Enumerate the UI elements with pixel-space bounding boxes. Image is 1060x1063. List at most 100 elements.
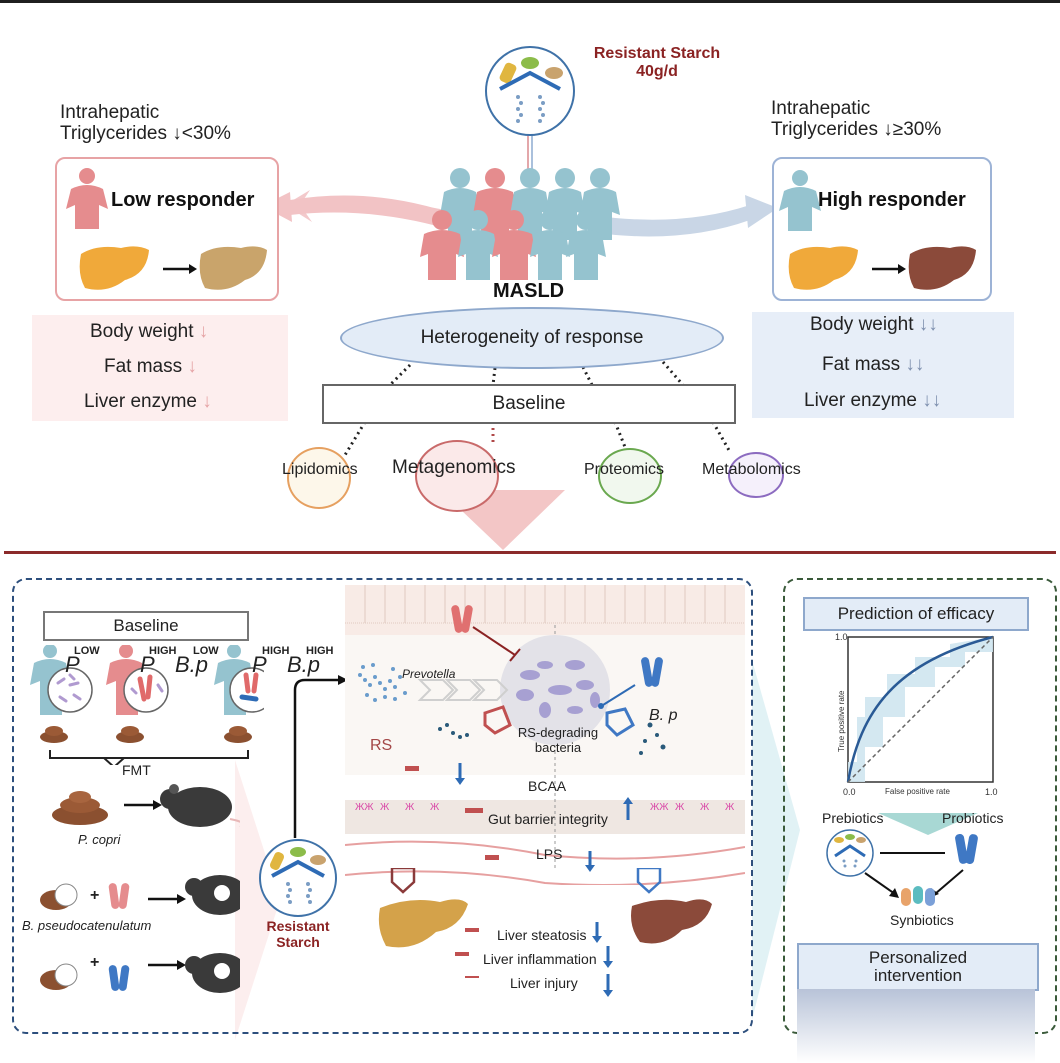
high-threshold-line2: Triglycerides: [771, 119, 878, 140]
roc-xtick-0: 0.0: [843, 787, 856, 797]
fmt-label: FMT: [122, 762, 151, 778]
low-responder-title: Low responder: [111, 189, 255, 211]
omic-proteomics: Proteomics: [584, 461, 665, 478]
low-threshold-label: Intrahepatic Triglycerides ↓<30%: [60, 102, 231, 144]
person-icon: [420, 210, 464, 280]
high-liver-change: [788, 246, 976, 290]
bifidobacterium-icon: [108, 965, 130, 991]
low-liver-change: [79, 246, 267, 290]
roc-curve-line: [846, 635, 994, 783]
metabolomics-circle: [728, 452, 784, 498]
svg-text:Ж: Ж: [430, 802, 440, 813]
low-effects-box: Body weight ↓ Fat mass ↓ Liver enzyme ↓: [32, 315, 288, 421]
mouse-icon: [185, 875, 240, 915]
person-icon: [566, 210, 606, 280]
teal-down-arrow: [878, 813, 978, 835]
person-icon: [492, 210, 536, 280]
high-effects-box: Body weight ↓↓ Fat mass ↓↓ Liver enzyme …: [752, 312, 1014, 418]
left-baseline-label: Baseline: [113, 616, 179, 635]
svg-text:Ж: Ж: [405, 802, 415, 813]
svg-text:+: +: [90, 954, 99, 971]
prediction-title-box: Prediction of efficacy: [803, 597, 1029, 631]
stool-sample-icon: [40, 883, 78, 910]
personalized-label-2: intervention: [874, 966, 962, 985]
fatty-liver-icon: [788, 246, 858, 290]
roc-xlabel: False positive rate: [885, 787, 950, 796]
rs-polymer-icon: [358, 663, 407, 702]
group2-bp: B.p: [175, 652, 209, 677]
roc-ytick-1: 1.0: [835, 632, 848, 642]
svg-text:Ж: Ж: [700, 802, 710, 813]
steatotic-liver-icon: [378, 899, 468, 948]
outcome-bcaa: BCAA: [528, 778, 567, 794]
small-starch-label-2: Starch: [276, 934, 320, 950]
outcome-lps: LPS: [536, 846, 563, 862]
chevron-arrows: [417, 679, 509, 701]
person-icon: [530, 210, 570, 280]
rs-degrading-label-2: bacteria: [534, 740, 582, 755]
dotted-connectors: [343, 361, 732, 456]
pcopri-label: P. copri: [78, 832, 121, 847]
svg-text:ЖЖ: ЖЖ: [650, 802, 669, 813]
intervention-name: Resistant Starch: [593, 45, 721, 62]
liver-injury-down-arrow-icon: [603, 974, 613, 997]
rs-degrading-label-1: RS-degrading: [517, 725, 599, 740]
group3-p-level: HIGH: [262, 645, 290, 657]
svg-text:Ж: Ж: [675, 802, 685, 813]
fatty-liver-icon: [79, 246, 149, 290]
rs-label: RS: [370, 737, 393, 754]
prebiotic-icon: [826, 829, 874, 877]
small-starch-label: Resistant Starch: [248, 918, 348, 950]
stool-sample-icon: [40, 963, 78, 990]
svg-text:Ж: Ж: [725, 802, 735, 813]
capsules-icon: [901, 886, 935, 906]
population-label: MASLD: [493, 280, 565, 302]
small-down-arrow-icon: ↓: [202, 391, 212, 412]
person-high-p-high-bp-icon: [214, 645, 264, 743]
svg-text:ЖЖ: ЖЖ: [355, 802, 374, 813]
heterogeneity-ellipse: Heterogeneity of response: [340, 307, 724, 369]
mechanism-panel: [12, 578, 753, 1034]
person-high-p-icon: [106, 645, 169, 743]
bp-label: B. p: [649, 707, 678, 724]
baseline-groups-illustration: [30, 645, 264, 765]
group3-bp: B.p: [287, 652, 321, 677]
arrow-to-high-responder: [590, 205, 750, 237]
personalized-intervention-box: Personalized intervention: [797, 943, 1039, 991]
stool-icon: [52, 791, 108, 825]
small-down-arrow-icon: ↓: [187, 356, 197, 377]
group1-p: P: [65, 652, 80, 677]
healthy-liver-icon: [908, 246, 976, 290]
red-enzyme-icon: [483, 705, 512, 735]
prevotella-icon: [108, 883, 130, 909]
healthy-liver-icon: [631, 899, 712, 944]
group3-p: P: [252, 652, 267, 677]
probiotic-icon: [955, 833, 978, 865]
low-responder-person-icon: [66, 168, 108, 229]
outcome-liver-steatosis: Liver steatosis: [497, 927, 587, 943]
synbiotics-diagram: [826, 829, 978, 906]
group2-bp-level: LOW: [193, 645, 219, 657]
omic-metagenomics: Metagenomics: [392, 457, 516, 478]
improved-liver-icon: [199, 246, 267, 290]
metagenomics-circle: [415, 440, 499, 512]
svg-text:Ж: Ж: [380, 802, 390, 813]
probiotics-label: Probiotics: [942, 810, 1004, 826]
prediction-title: Prediction of efficacy: [837, 604, 995, 623]
high-threshold-label: Intrahepatic Triglycerides ↓≥30%: [771, 98, 941, 140]
high-threshold-line1: Intrahepatic: [771, 98, 871, 119]
high-responder-box: High responder: [772, 157, 992, 301]
outcome-liver-injury: Liver injury: [510, 975, 578, 991]
resistant-starch-icon: [485, 46, 575, 136]
group2-p-level: HIGH: [149, 645, 177, 657]
low-threshold-value: ↓<30%: [172, 123, 231, 144]
resistant-starch-small-icon: [259, 839, 337, 917]
small-down-arrow-icon: ↓: [198, 321, 209, 342]
low-effect-fat-mass: Fat mass ↓: [104, 356, 197, 377]
person-low-p-icon: [30, 645, 93, 743]
small-starch-label-1: Resistant: [266, 918, 330, 934]
personalized-shadow: [797, 989, 1035, 1063]
high-effect-liver-enzyme: Liver enzyme ↓↓: [804, 390, 942, 411]
omic-lipidomics: Lipidomics: [282, 461, 358, 478]
prevotella-label: Prevotella: [402, 667, 456, 681]
